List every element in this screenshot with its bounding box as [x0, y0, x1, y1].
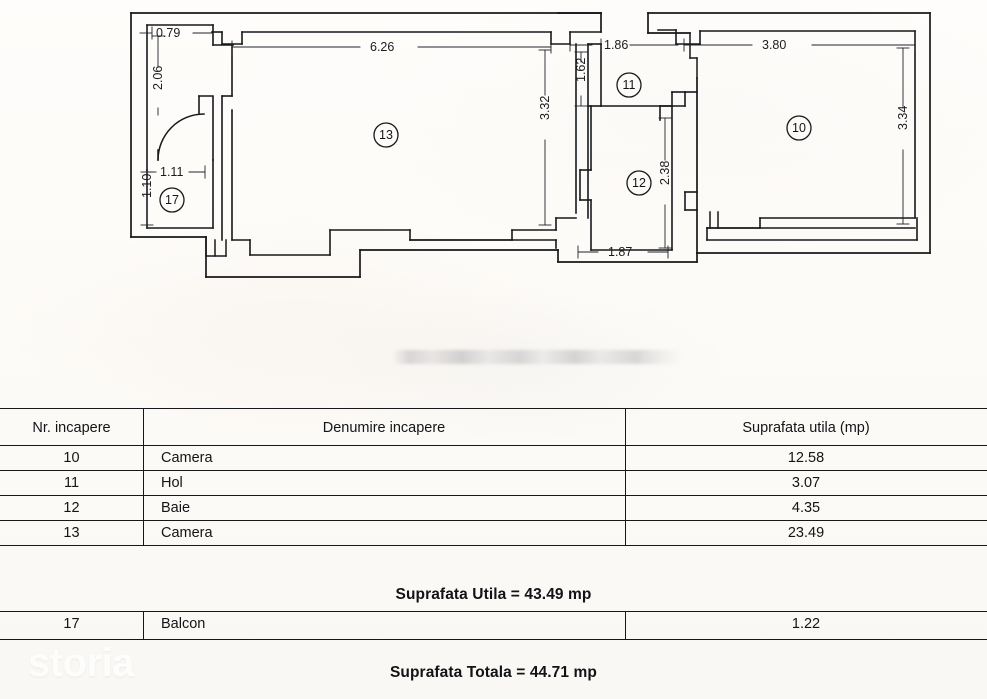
- dim-1-87: 1.87: [608, 245, 632, 259]
- baie-right-jog: [684, 191, 698, 211]
- room-label-17: 17: [165, 193, 179, 207]
- header-nr-incapere: Nr. incapere: [32, 420, 111, 436]
- row-nr: 11: [63, 475, 80, 491]
- table-col-divider-2-extra: [625, 611, 626, 639]
- balcony-17-walls: [146, 24, 234, 229]
- row-denumire: Baie: [161, 500, 191, 516]
- dim-1-10: 1.10: [140, 174, 154, 198]
- row-nr: 17: [63, 616, 80, 632]
- row-suprafata: 12.58: [787, 450, 825, 466]
- room-label-13: 13: [379, 128, 393, 142]
- table-col-divider-1-extra: [143, 611, 144, 639]
- row-denumire: Hol: [161, 475, 183, 491]
- row-nr: 12: [63, 500, 80, 516]
- room-circle-10: [786, 115, 812, 141]
- row-nr: 10: [63, 450, 80, 466]
- room-label-11: 11: [623, 78, 636, 92]
- row-suprafata: 3.07: [791, 475, 821, 491]
- room-label-10: 10: [792, 121, 806, 135]
- camera-13-walls: [211, 31, 602, 256]
- suprafata-utila-total: Suprafata Utila = 43.49 mp: [395, 586, 592, 603]
- dim-3-34: 3.34: [896, 106, 910, 130]
- dim-1-11: 1.11: [160, 165, 183, 179]
- row-denumire: Camera: [161, 450, 213, 466]
- door-arc-balcony: [157, 113, 205, 161]
- dimension-labels: 0.79 6.26 1.86 3.80 2.06 1.10 1.11 3.32 …: [140, 26, 910, 259]
- camera-10-left-stubs: [689, 32, 719, 229]
- dim-0-79: 0.79: [156, 26, 180, 40]
- room-label-12: 12: [632, 176, 646, 190]
- dim-6-26: 6.26: [370, 40, 394, 54]
- row-denumire: Camera: [161, 525, 213, 541]
- dim-2-06: 2.06: [151, 66, 165, 90]
- middle-block-walls: [557, 12, 698, 263]
- camera-10-outline: [647, 12, 931, 254]
- baie-12-walls: [579, 105, 673, 251]
- table-rule-row-11: [0, 495, 987, 496]
- dim-2-38: 2.38: [658, 161, 672, 185]
- room-circle-11: [616, 72, 642, 98]
- dim-1-62: 1.62: [574, 58, 588, 82]
- dim-3-32: 3.32: [538, 96, 552, 120]
- dim-1-86: 1.86: [604, 38, 628, 52]
- room-circle-13: [373, 122, 399, 148]
- table-rule-top: [0, 408, 987, 409]
- floor-plan-svg: 0.79 6.26 1.86 3.80 2.06 1.10 1.11 3.32 …: [130, 12, 931, 278]
- header-suprafata-utila: Suprafata utila (mp): [742, 420, 870, 436]
- row-suprafata: 1.22: [791, 616, 821, 632]
- table-rule-extra-top: [0, 611, 987, 612]
- hol-11-walls: [587, 43, 698, 107]
- row-nr: 13: [63, 525, 80, 541]
- row-denumire: Balcon: [161, 616, 206, 632]
- table-rule-extra-bottom: [0, 639, 987, 640]
- camera-10-walls: [657, 29, 918, 241]
- floor-plan-drawing: 0.79 6.26 1.86 3.80 2.06 1.10 1.11 3.32 …: [130, 12, 931, 364]
- room-circle-12: [626, 170, 652, 196]
- table-rule-row-10: [0, 470, 987, 471]
- dimension-lines: [139, 26, 916, 259]
- table-rule-header-bottom: [0, 445, 987, 446]
- left-niche: [205, 236, 227, 257]
- room-number-labels: 10 11 12 13 17: [165, 78, 806, 207]
- table-col-divider-2: [625, 408, 626, 545]
- room-marker-circles: [159, 72, 812, 213]
- table-rule-row-13: [0, 545, 987, 546]
- row-suprafata: 23.49: [787, 525, 825, 541]
- table-col-divider-1: [143, 408, 144, 545]
- table-rule-row-12: [0, 520, 987, 521]
- header-denumire-incapere: Denumire incapere: [322, 420, 446, 436]
- dim-3-80: 3.80: [762, 38, 786, 52]
- room-schedule-table: Nr. incapere Denumire incapere Suprafata…: [0, 408, 987, 699]
- row-suprafata: 4.35: [791, 500, 821, 516]
- suprafata-totala-total: Suprafata Totala = 44.71 mp: [389, 664, 597, 681]
- left-block-outline: [130, 12, 602, 278]
- room-circle-17: [159, 187, 185, 213]
